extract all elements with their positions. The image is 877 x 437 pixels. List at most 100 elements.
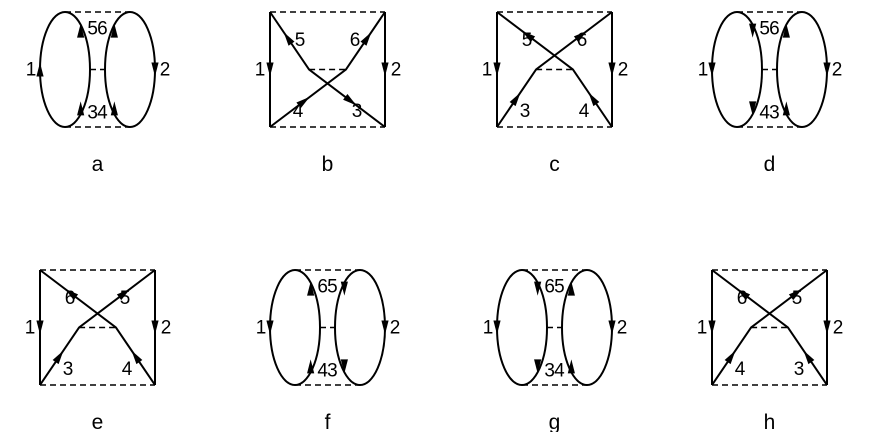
- label-2: 2: [161, 318, 172, 339]
- label-lr: 3: [794, 359, 805, 380]
- line-ul-arrow: [307, 281, 315, 296]
- label-2: 2: [833, 318, 844, 339]
- line-ll-arrow: [749, 101, 757, 116]
- line-ul-arrow: [521, 30, 536, 43]
- line-ur-arrow: [340, 281, 348, 296]
- line-ul-arrow: [283, 32, 295, 46]
- line-1-arrow: [493, 62, 501, 77]
- label-1: 1: [256, 318, 267, 339]
- line-lr-arrow: [110, 101, 118, 116]
- line-2-arrow: [823, 320, 831, 335]
- label-ll: 3: [520, 101, 531, 122]
- label-ur: 6: [769, 19, 780, 40]
- label-2: 2: [160, 60, 171, 81]
- label-ul: 6: [317, 277, 328, 298]
- line-1-arrow: [493, 320, 501, 335]
- cross-line-a: [496, 11, 613, 128]
- label-ul: 5: [759, 19, 770, 40]
- cross-line-a: [711, 269, 828, 386]
- label-ul: 6: [737, 288, 748, 309]
- label-ur: 5: [120, 288, 131, 309]
- caption-e: e: [92, 411, 104, 432]
- line-1-arrow: [36, 320, 44, 335]
- line-2-arrow: [823, 62, 831, 77]
- line-ur-arrow: [110, 23, 118, 38]
- label-2: 2: [617, 318, 628, 339]
- label-ul: 5: [295, 30, 306, 51]
- caption-h: h: [764, 411, 776, 432]
- line-1-arrow: [708, 62, 716, 77]
- line-lr-arrow: [782, 101, 790, 116]
- line-ll-arrow: [509, 92, 521, 107]
- line-lr-arrow: [588, 92, 600, 107]
- line-ul-arrow: [736, 288, 751, 301]
- label-ll: 4: [293, 101, 304, 122]
- line-ul-arrow: [64, 288, 79, 301]
- line-lr-arrow: [340, 359, 348, 374]
- label-ll: 4: [735, 359, 746, 380]
- label-1: 1: [483, 318, 494, 339]
- line-ll-arrow: [52, 350, 64, 365]
- label-ur: 5: [792, 288, 803, 309]
- caption-a: a: [92, 153, 104, 176]
- label-ll: 3: [87, 102, 98, 123]
- label-ul: 5: [522, 30, 533, 51]
- label-2: 2: [618, 60, 629, 81]
- label-lr: 4: [97, 102, 108, 123]
- line-ul-arrow: [749, 23, 757, 38]
- label-1: 1: [482, 60, 493, 81]
- diagram-c: 1 2 5 6 3 4 c: [482, 11, 629, 176]
- cross-line-a: [269, 11, 386, 128]
- line-ur-arrow: [567, 281, 575, 296]
- caption-c: c: [549, 153, 560, 176]
- line-ur-arrow: [360, 32, 372, 46]
- label-ur: 5: [327, 277, 338, 298]
- label-lr: 3: [352, 101, 363, 122]
- label-lr: 3: [769, 102, 780, 123]
- label-1: 1: [26, 60, 37, 81]
- line-1-arrow: [36, 62, 44, 77]
- label-ul: 5: [87, 19, 98, 40]
- label-ur: 6: [350, 30, 361, 51]
- line-lr-arrow: [803, 350, 815, 365]
- label-ul: 6: [65, 288, 76, 309]
- line-ul-arrow: [534, 281, 542, 296]
- label-2: 2: [391, 60, 402, 81]
- label-lr: 3: [327, 360, 338, 381]
- line-ll-arrow: [534, 359, 542, 374]
- label-2: 2: [390, 318, 401, 339]
- label-lr: 4: [579, 101, 590, 122]
- label-ul: 6: [544, 277, 555, 298]
- line-ur-arrow: [573, 30, 588, 43]
- caption-d: d: [764, 153, 776, 176]
- label-ll: 3: [544, 360, 555, 381]
- line-ll-arrow: [77, 101, 85, 116]
- cross-line-b: [711, 269, 828, 386]
- line-1-arrow: [266, 320, 274, 335]
- line-2-arrow: [608, 320, 616, 335]
- line-1-arrow: [708, 320, 716, 335]
- label-lr: 4: [554, 360, 565, 381]
- caption-f: f: [325, 411, 331, 432]
- line-ul-arrow: [77, 23, 85, 38]
- line-ll-arrow: [307, 359, 315, 374]
- label-1: 1: [25, 318, 36, 339]
- line-2-arrow: [151, 320, 159, 335]
- line-lr-arrow: [343, 94, 357, 106]
- line-2-arrow: [381, 62, 389, 77]
- caption-g: g: [549, 411, 561, 432]
- line-ll-arrow: [724, 350, 736, 365]
- label-ur: 6: [577, 30, 588, 51]
- label-ll: 4: [317, 360, 328, 381]
- label-ur: 6: [97, 19, 108, 40]
- label-1: 1: [255, 60, 266, 81]
- label-2: 2: [832, 60, 843, 81]
